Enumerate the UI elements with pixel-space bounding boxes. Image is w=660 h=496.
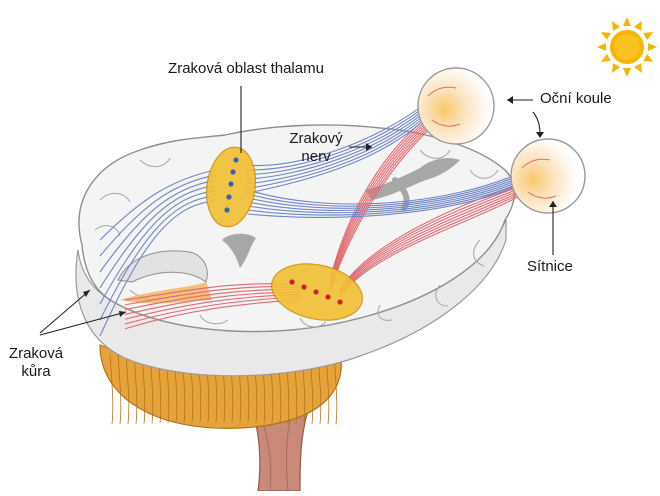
- sun-ray: [623, 68, 631, 77]
- sun-ray: [643, 54, 655, 65]
- label-visual-cortex-line1: Zraková: [0, 345, 72, 363]
- thalamus-neuron-dot: [233, 157, 238, 162]
- sun-ray: [648, 43, 657, 51]
- thalamus-neuron-dot: [224, 207, 229, 212]
- sun-ray: [623, 17, 631, 26]
- label-optic-nerve: Zrakový nerv: [281, 130, 351, 166]
- nucleus-neuron-dot: [337, 299, 342, 304]
- nucleus-neuron-dot: [289, 279, 294, 284]
- eyeball-lower: [511, 139, 585, 213]
- sun-ray: [599, 29, 611, 40]
- thalamus-neuron-dot: [230, 169, 235, 174]
- sun-ray: [634, 19, 645, 31]
- eyeball-upper: [418, 68, 494, 144]
- label-thalamus-visual-area: Zraková oblast thalamu: [157, 60, 335, 78]
- sun-ray: [609, 63, 620, 75]
- sun-ray: [643, 29, 655, 40]
- sun-ray: [609, 19, 620, 31]
- nucleus-neuron-dot: [313, 289, 318, 294]
- sun-ray: [634, 63, 645, 75]
- nucleus-neuron-dot: [301, 284, 306, 289]
- nucleus-neuron-dot: [325, 294, 330, 299]
- thalamus-neuron-dot: [228, 181, 233, 186]
- label-visual-cortex-line2: kůra: [0, 363, 72, 381]
- label-optic-nerve-line2: nerv: [281, 148, 351, 166]
- sun-ray: [599, 54, 611, 65]
- label-retina: Sítnice: [527, 258, 573, 276]
- label-visual-cortex: Zraková kůra: [0, 345, 72, 381]
- sun-icon: [597, 17, 657, 77]
- thalamus-neuron-dot: [226, 194, 231, 199]
- label-eyeballs: Oční koule: [540, 90, 612, 108]
- sun-ray: [597, 43, 606, 51]
- label-optic-nerve-line1: Zrakový: [281, 130, 351, 148]
